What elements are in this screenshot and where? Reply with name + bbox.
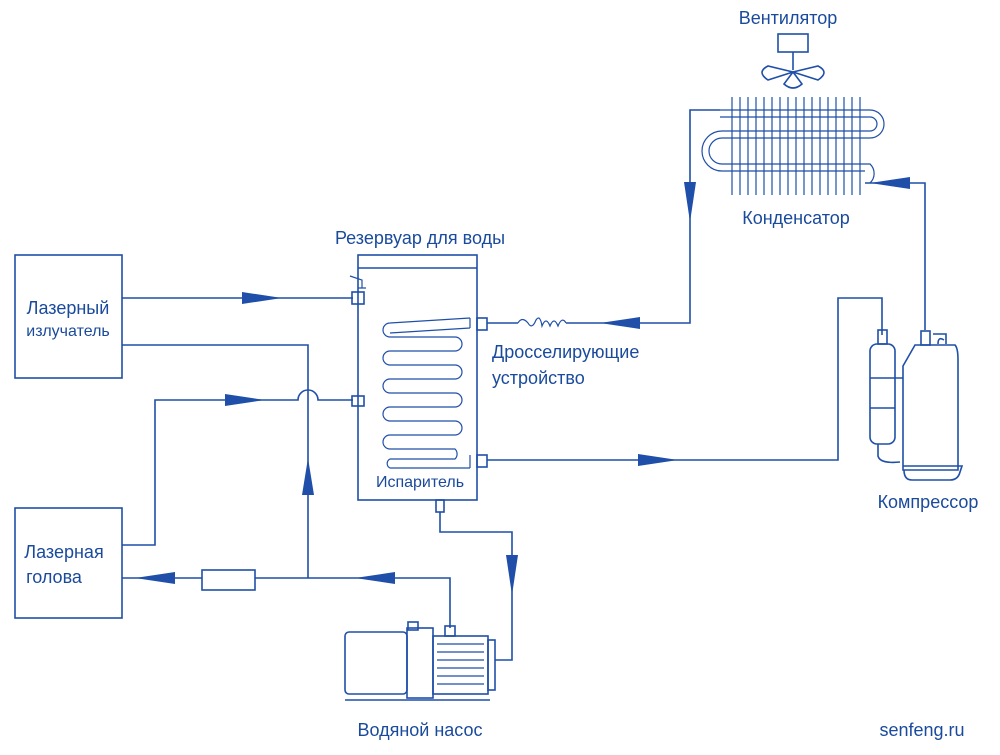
refrigerant-pipes — [487, 109, 926, 466]
laser-head-label-2: голова — [26, 567, 83, 587]
fan-label: Вентилятор — [739, 8, 838, 28]
arrow-down-icon — [684, 182, 696, 222]
compressor — [869, 329, 964, 481]
arrow-left-icon — [355, 572, 395, 584]
throttle-label-1: Дросселирующие — [492, 342, 639, 362]
arrow-left-icon — [135, 572, 175, 584]
throttle-coil — [517, 317, 567, 329]
arrow-left-icon — [870, 177, 910, 189]
arrow-right-icon — [225, 394, 265, 406]
water-tank: Резервуар для воды Испаритель — [335, 228, 505, 513]
evaporator-coil — [382, 317, 471, 469]
condenser-label: Конденсатор — [742, 208, 850, 228]
fan-icon: Вентилятор — [739, 8, 838, 89]
arrow-right-icon — [638, 454, 678, 466]
laser-emitter-label-1: Лазерный — [27, 298, 110, 318]
condenser: Конденсатор — [701, 97, 885, 228]
throttle-label-2: устройство — [492, 368, 585, 388]
laser-emitter-box — [14, 254, 123, 379]
evaporator-label: Испаритель — [376, 474, 464, 491]
arrow-up-icon — [302, 458, 314, 495]
laser-head-label-1: Лазерная — [24, 542, 103, 562]
water-pump — [344, 621, 496, 701]
filter-box — [201, 569, 256, 591]
arrow-down-icon — [506, 555, 518, 595]
arrow-right-icon — [242, 292, 282, 304]
watermark: senfeng.ru — [879, 720, 964, 740]
laser-head-box — [14, 507, 123, 619]
compressor-label: Компрессор — [878, 492, 979, 512]
laser-emitter-label-2: излучатель — [26, 323, 110, 340]
arrow-left-icon — [600, 317, 640, 329]
tank-label: Резервуар для воды — [335, 228, 505, 248]
pump-label: Водяной насос — [357, 720, 482, 740]
water-pipes — [122, 292, 518, 661]
